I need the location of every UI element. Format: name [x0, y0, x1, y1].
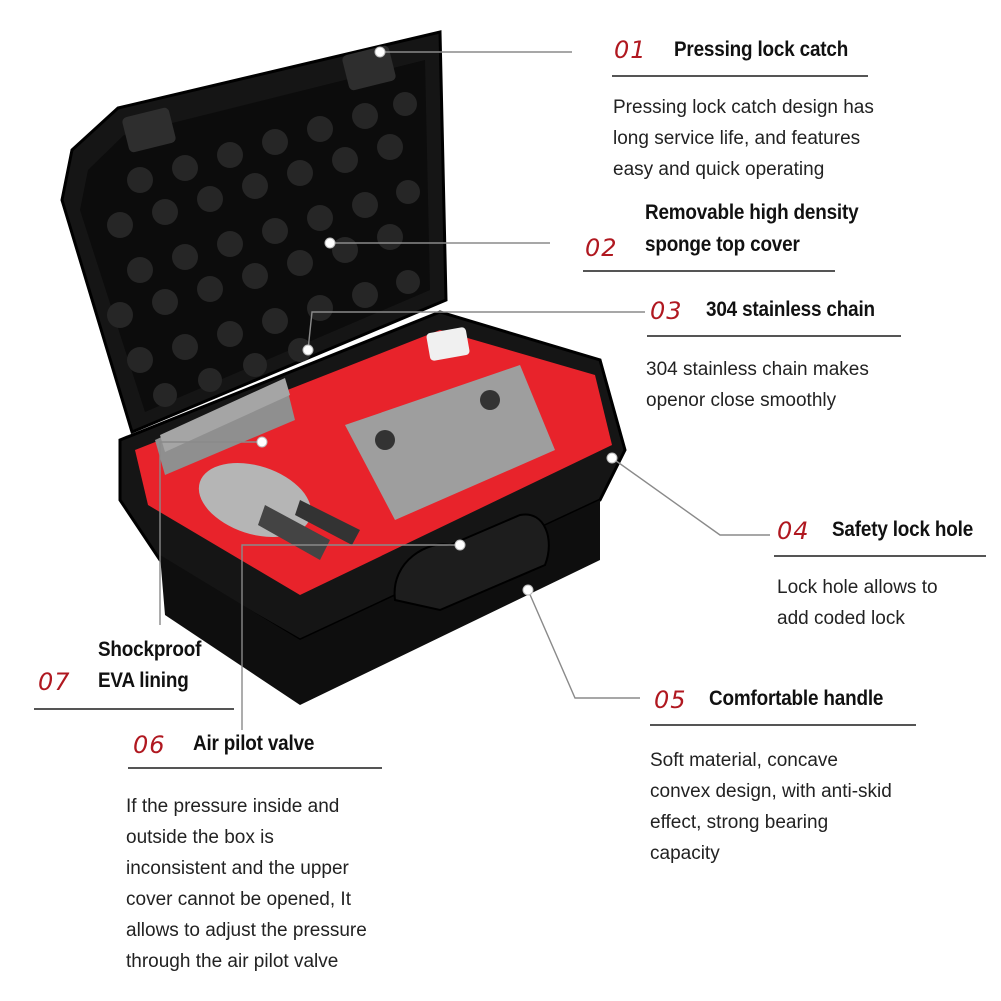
- callout-dots: [256, 46, 618, 596]
- feature-06-number: 06: [133, 731, 166, 759]
- feature-04-number: 04: [777, 517, 810, 545]
- feature-03-rule: [647, 335, 901, 337]
- feature-05-number: 05: [654, 686, 687, 714]
- feature-07-title-line-1: Shockproof: [98, 638, 202, 661]
- feature-07-rule: [34, 708, 234, 710]
- feature-02-number: 02: [585, 234, 618, 262]
- feature-01-rule: [612, 75, 868, 77]
- feature-05-rule: [650, 724, 916, 726]
- feature-04-title: Safety lock hole: [832, 518, 974, 541]
- feature-05-description: Soft material, concave convex design, wi…: [650, 750, 892, 864]
- feature-02-rule: [583, 270, 835, 272]
- feature-05-title: Comfortable handle: [709, 687, 884, 710]
- leader-lines: [159, 51, 770, 730]
- feature-03-description: 304 stainless chain makes openor close s…: [646, 359, 869, 411]
- feature-06-description: If the pressure inside and outside the b…: [126, 796, 367, 972]
- feature-01-number: 01: [614, 36, 647, 64]
- case-lid: [60, 30, 448, 435]
- feature-07-number: 07: [38, 668, 71, 696]
- feature-03-title: 304 stainless chain: [706, 298, 875, 321]
- feature-03-number: 03: [650, 297, 683, 325]
- feature-04-rule: [774, 555, 986, 557]
- feature-02-title-line-2: sponge top cover: [645, 233, 800, 256]
- feature-02-title-line-1: Removable high density: [645, 201, 859, 224]
- case-base: [118, 310, 627, 705]
- feature-01-title: Pressing lock catch: [674, 38, 849, 61]
- feature-04-description: Lock hole allows to add coded lock: [777, 577, 938, 629]
- feature-01-description: Pressing lock catch design has long serv…: [613, 97, 874, 180]
- feature-06-rule: [128, 767, 382, 769]
- feature-07-title-line-2: EVA lining: [98, 669, 189, 692]
- feature-06-title: Air pilot valve: [193, 732, 315, 755]
